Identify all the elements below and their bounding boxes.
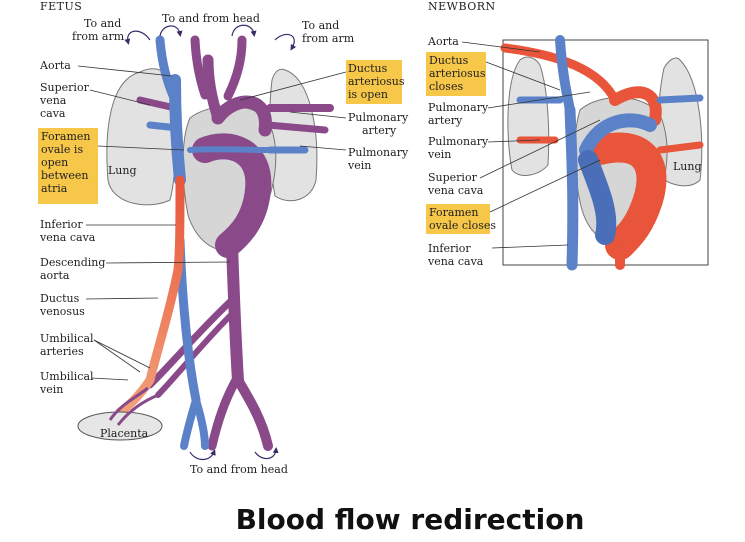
foramen-closes-highlight — [426, 204, 490, 234]
svg-text:is open: is open — [348, 88, 388, 101]
svg-text:artery: artery — [428, 114, 463, 127]
flow-arrows — [124, 24, 297, 461]
fetus-leader-lines — [77, 65, 347, 381]
svg-text:atria: atria — [41, 182, 68, 195]
placenta-vessels — [108, 386, 159, 426]
label-lung-newborn: Lung — [673, 160, 702, 173]
svg-text:venosus: venosus — [39, 305, 85, 318]
label-inferior-vena-cava: Inferior — [40, 218, 83, 231]
label-to-from-head-bottom: To and from head — [190, 463, 288, 476]
fetus-venous-vessels — [146, 35, 309, 450]
svg-text:vein: vein — [427, 148, 451, 161]
label-newborn-pulmonary-artery: Pulmonary — [428, 101, 489, 114]
svg-text:vein: vein — [347, 159, 371, 172]
svg-text:aorta: aorta — [40, 269, 70, 282]
newborn-leader-lines — [461, 41, 601, 249]
placenta-shape — [77, 411, 163, 441]
fetus-left-lung — [106, 68, 176, 206]
svg-text:vena cava: vena cava — [427, 184, 484, 197]
svg-text:cava: cava — [40, 107, 66, 120]
label-umbilical-arteries: Umbilical — [40, 332, 94, 345]
label-to-from-head-top: To and from head — [162, 12, 260, 25]
slide-caption: Blood flow redirection — [235, 503, 585, 536]
label-ductus-venosus: Ductus — [40, 292, 80, 305]
svg-text:between: between — [41, 169, 89, 182]
svg-text:vena cava: vena cava — [427, 255, 484, 268]
svg-text:open: open — [41, 156, 68, 169]
label-ductus-closes: Ductus — [429, 54, 469, 67]
label-umbilical-vein: Umbilical — [40, 370, 94, 383]
svg-text:arteriosus: arteriosus — [348, 75, 405, 88]
svg-text:ovale closes: ovale closes — [429, 219, 496, 232]
label-ductus-arteriosus-open: Ductus — [348, 62, 388, 75]
fetus-header: FETUS — [40, 0, 82, 13]
fetus-labels: To and from arm To and from head To and … — [39, 12, 409, 476]
svg-text:arteriosus: arteriosus — [429, 67, 486, 80]
ductus-open-highlight — [346, 60, 402, 104]
label-aorta: Aorta — [39, 59, 71, 72]
newborn-left-lung — [507, 56, 550, 176]
svg-text:vein: vein — [39, 383, 63, 396]
svg-text:arteries: arteries — [40, 345, 84, 358]
svg-text:vena cava: vena cava — [39, 231, 96, 244]
label-lung-fetus: Lung — [108, 164, 137, 177]
label-newborn-aorta: Aorta — [427, 35, 459, 48]
fetus-panel: FETUS — [38, 0, 409, 476]
label-foramen-ovale-open: Foramen — [41, 130, 91, 143]
newborn-illustration — [500, 35, 704, 271]
foramen-open-highlight — [38, 128, 98, 204]
newborn-blue-vessels — [516, 35, 704, 271]
label-descending-aorta: Descending — [40, 256, 105, 269]
label-to-from-arm-right: To and — [302, 19, 339, 32]
fetus-right-lung — [269, 68, 318, 202]
newborn-labels: Aorta Ductus arteriosus closes Pulmonary… — [427, 35, 702, 268]
svg-text:from arm: from arm — [72, 30, 125, 43]
label-newborn-inferior-vena-cava: Inferior — [428, 242, 471, 255]
label-pulmonary-vein: Pulmonary — [348, 146, 409, 159]
svg-text:closes: closes — [429, 80, 463, 93]
ductus-closes-highlight — [426, 52, 486, 96]
newborn-red-vessels — [500, 43, 704, 270]
label-placenta: Placenta — [100, 427, 149, 440]
newborn-panel: NEWBORN — [426, 0, 709, 271]
label-pulmonary-artery: Pulmonary — [348, 111, 409, 124]
label-superior-vena-cava: Superior — [40, 81, 90, 94]
label-foramen-closes: Foramen — [429, 206, 479, 219]
svg-text:artery: artery — [362, 124, 397, 137]
svg-text:from arm: from arm — [302, 32, 355, 45]
label-newborn-pulmonary-vein: Pulmonary — [428, 135, 489, 148]
label-to-from-arm-left: To and — [84, 17, 121, 30]
svg-text:vena: vena — [39, 94, 67, 107]
label-newborn-superior-vena-cava: Superior — [428, 171, 478, 184]
svg-text:ovale is: ovale is — [41, 143, 83, 156]
newborn-header: NEWBORN — [428, 0, 496, 13]
